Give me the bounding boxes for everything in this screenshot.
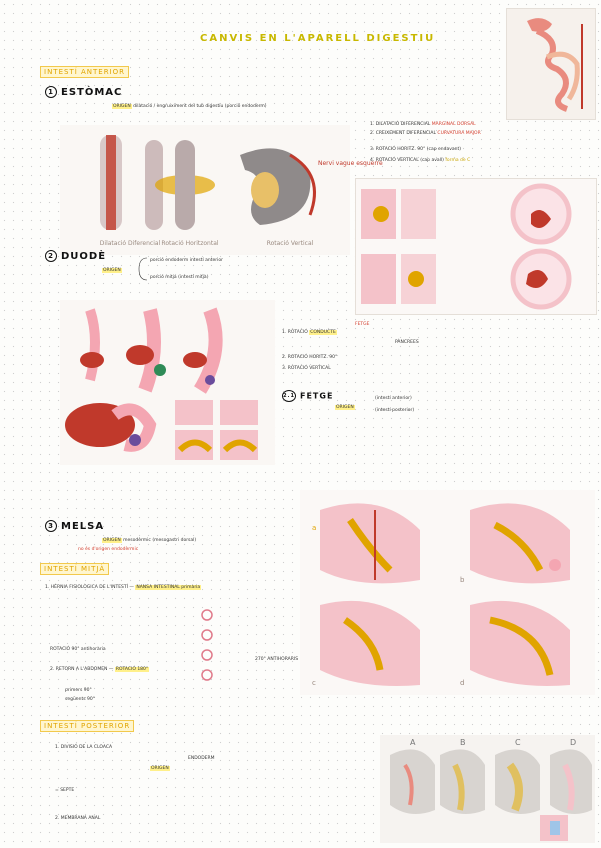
origen-tag: ORIGEN [102,538,122,543]
step-4-text: 4. ROTACIÓ VERTICAL (cap avall) [370,158,444,163]
cloaca-letter-d: D [570,738,576,747]
duode-origin-a: porció endoderm intestí anterior [150,258,223,263]
organ-name: FETGE [300,391,334,401]
organ-name: DUODÈ [61,251,107,262]
organ-number: 2.1 [282,390,296,402]
hindgut-origen: ORIGEN [150,766,170,771]
section-label-mitja: INTESTÍ MITJÀ [40,563,110,575]
label-nervi-vague: Nervi vague esquerre [318,160,383,167]
duode-step-3: 3. ROTACIÓ VERTICAL [282,366,331,371]
cloaca-division-figure: A B C D [380,735,595,843]
fetge-origin-b: (intestí posterior) [375,408,415,413]
origen-tag: ORIGEN [112,104,132,109]
step-2: 2. CREIXEMENT DIFERENCIAL CURVATURA MAJO… [370,131,481,136]
midgut-rotation-drawing: a b c d [312,503,570,687]
caption-rotacio-v: Rotació Vertical [267,240,314,247]
midgut-step-1-tag: NANSA INTESTINAL primària [135,585,202,590]
duode-step-1: 1. ROTACIÓ CONDUCTE [282,330,337,335]
origen-text: dilatació / engruiximent del tub digesti… [133,104,267,109]
organ-number: 2 [45,250,57,262]
section-label-anterior: INTESTÍ ANTERIOR [40,66,130,78]
duode-step-2: 2. ROTACIÓ HORITZ. 90° [282,355,338,360]
duode-origin-b: porció mitja (intestí mitjà) [150,275,209,280]
step-1: 1. DILATACIÓ DIFERENCIAL MARGINAL DORSAL [370,122,476,127]
duode-step-1-fetge: FETGE [355,322,370,327]
fetus-letter-d: d [460,679,464,687]
section-label-posterior: INTESTÍ POSTERIOR [40,720,135,732]
organ-name: MELSA [61,521,105,532]
cloaca-letter-c: C [515,738,521,747]
midgut-step-4: primers 90° [65,688,92,693]
step-1-detail: MARGINAL DORSAL [431,122,476,127]
step-4: 4. ROTACIÓ VERTICAL (cap avall) forma de… [370,158,470,163]
step-2-detail: CURVATURA MAJOR [437,131,481,136]
stomach-series-drawing [361,183,572,310]
step-4-detail: forma de C [445,158,471,163]
organ-name: ESTÒMAC [61,87,123,98]
hindgut-septe: = SEPTE [55,788,75,793]
midgut-step-2: ROTACIÓ 90° antihorària [50,647,106,652]
midgut-loop-drawing [201,609,213,681]
duodenum-figure [60,300,275,465]
step-1-text: 1. DILATACIÓ DIFERENCIAL [370,122,431,127]
melsa-note: no és d'origen endodèrmic [78,547,139,552]
midgut-step-1-text: 1. HÈRNIA FISIOLÒGICA DE L'INTESTÍ [45,585,128,590]
organ-heading-estomac: 1 ESTÒMAC [45,86,122,98]
organ-heading-melsa: 3 MELSA [45,520,104,532]
caption-dilatacio: Dilatació Diferencial [100,240,161,247]
midgut-total-rotation: 270° ANTIHORARIS [255,657,299,662]
duode-step-1-pancrees: PÀNCREES [395,340,419,345]
duodenum-drawing [65,307,258,460]
digestive-tract-drawing [527,18,583,112]
cloaca-letter-a: A [410,738,416,747]
note-origen-estomac: ORIGEN dilatació / engruiximent del tub … [112,104,267,109]
fetus-letter-b: b [460,576,465,584]
midgut-step-3: 2. RETORN A L'ABDOMEN — ROTACIÓ 180° [50,667,150,672]
fetge-origin-a: (intestí anterior) [375,396,412,401]
fetus-letter-a: a [312,524,316,532]
hindgut-membrana: 2. MEMBRANA ANAL [55,816,101,821]
stomach-rotation-drawing: Dilatació Diferencial Rotació Horitzonta… [100,135,383,247]
midgut-step-1: 1. HÈRNIA FISIOLÒGICA DE L'INTESTÍ — NAN… [45,585,202,590]
midgut-rotation-figure: a b c d [300,490,595,695]
step-2-text: 2. CREIXEMENT DIFERENCIAL [370,131,436,136]
page-title: CANVIS EN L'APARELL DIGESTIU [200,33,436,44]
note-origen-duode: ORIGEN [102,268,122,273]
origen-tag: ORIGEN [335,405,355,410]
midgut-step-3-text: 2. RETORN A L'ABDOMEN [50,667,108,672]
organ-number: 1 [45,86,57,98]
caption-rotacio-h: Rotació Horitzontal [161,240,218,247]
duode-step-1-tag: CONDUCTE [309,330,337,335]
organ-heading-fetge: 2.1 FETGE [282,390,333,402]
cloaca-letter-b: B [460,738,466,747]
stomach-series-figure [355,178,597,315]
origen-brace [138,257,148,281]
digestive-tract-figure [506,8,596,120]
melsa-origin-text: mesodèrmic (mesogastri dorsal) [123,538,197,543]
midgut-step-3-tag: ROTACIÓ 180° [114,667,150,672]
note-origen-fetge: ORIGEN [335,405,355,410]
cloaca-division-drawing: A B C D [390,738,592,841]
step-3: 3. ROTACIÓ HORITZ. 90° (cap endavant) [370,147,462,152]
hindgut-step-1: 1. DIVISIÓ DE LA CLOACA [55,745,113,750]
midgut-step-5: següents 90° [65,697,95,702]
hindgut-endoderm: ENDODERM [188,756,215,761]
fetus-letter-c: c [312,679,316,687]
origen-tag: ORIGEN [150,766,170,771]
stomach-rotation-figure: Dilatació Diferencial Rotació Horitzonta… [60,125,383,255]
organ-heading-duode: 2 DUODÈ [45,250,106,262]
duode-step-1-text: 1. ROTACIÓ [282,330,308,335]
origen-tag: ORIGEN [102,268,122,273]
note-origen-melsa: ORIGEN mesodèrmic (mesogastri dorsal) [102,538,196,543]
organ-number: 3 [45,520,57,532]
